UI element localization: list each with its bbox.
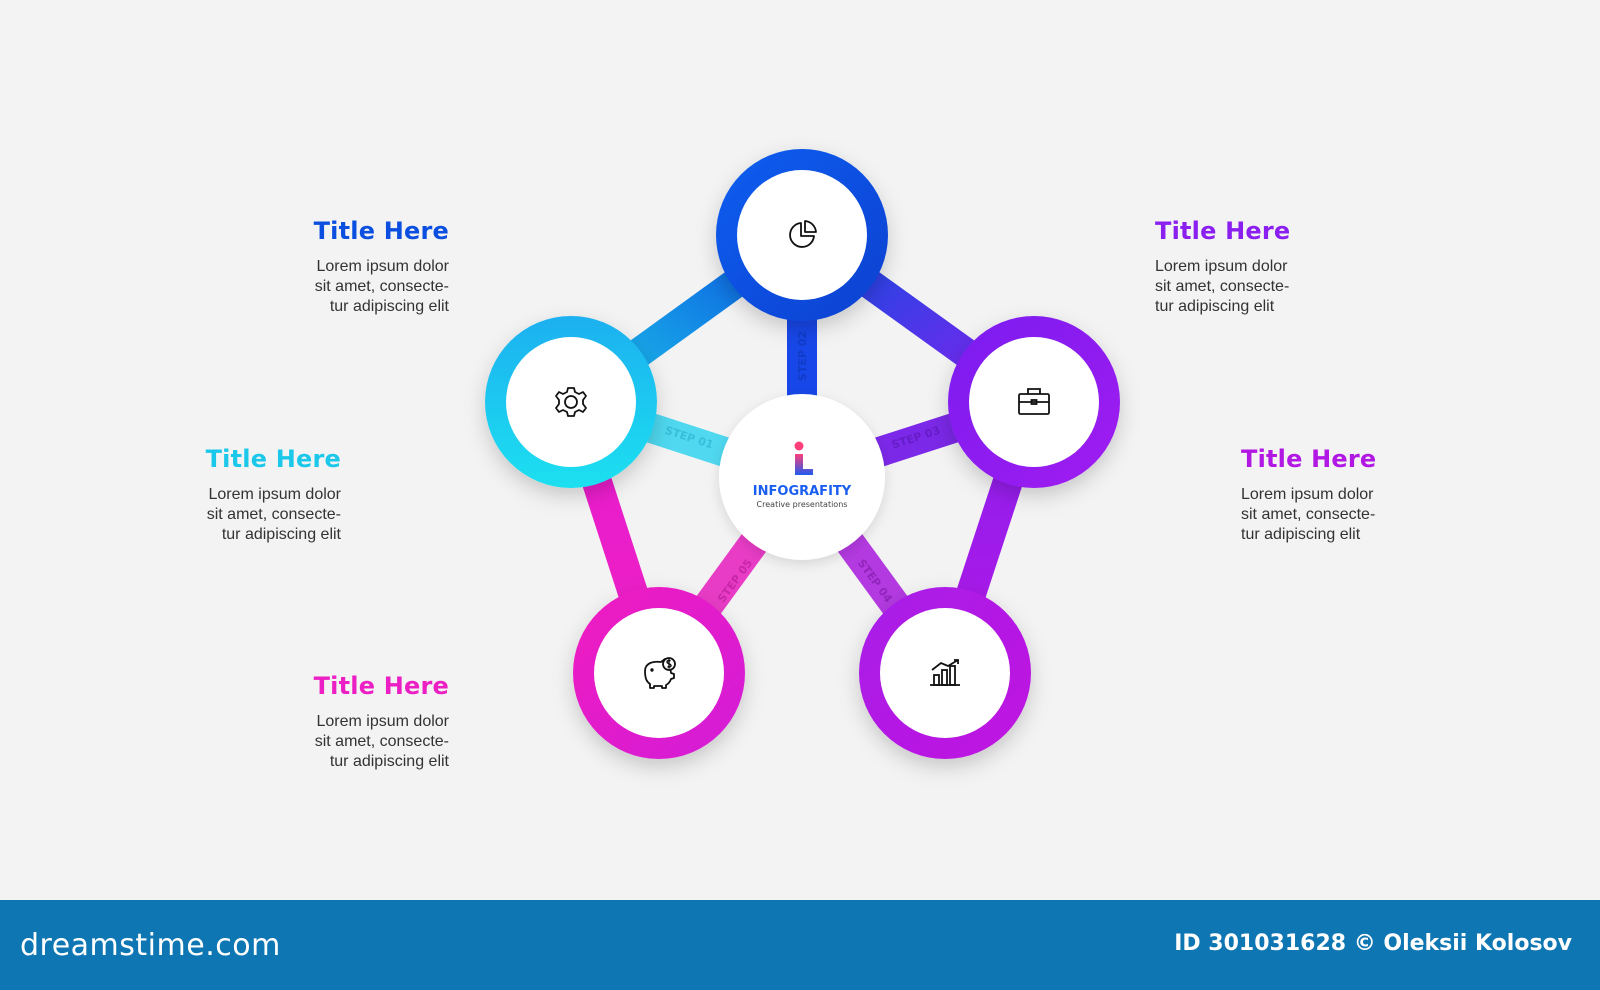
step-3-body-line: Lorem ipsum dolor xyxy=(1155,258,1288,275)
pie-chart-icon xyxy=(789,220,817,248)
center-tagline: Creative presentations xyxy=(757,500,848,509)
step-4-body: Lorem ipsum dolor sit amet, consecte- tu… xyxy=(1241,485,1541,545)
step-5-body-line: tur adipiscing elit xyxy=(329,753,449,770)
step-1-body-line: Lorem ipsum dolor xyxy=(208,486,342,503)
step-node-3[interactable] xyxy=(948,316,1120,488)
piggy-bank-icon xyxy=(644,657,676,689)
step-4-text: Title Here Lorem ipsum dolor sit amet, c… xyxy=(1241,445,1541,545)
step-5-title: Title Here xyxy=(313,672,449,700)
step-5-body-line: sit amet, consecte- xyxy=(314,733,449,750)
center-disc xyxy=(719,394,885,560)
step-2-text: Title Here Lorem ipsum dolor sit amet, c… xyxy=(149,217,449,317)
step-2-body-line: Lorem ipsum dolor xyxy=(316,258,450,275)
step-4-body-line: Lorem ipsum dolor xyxy=(1241,486,1374,503)
pentagon-diagram: STEP 01 STEP 02 STEP 03 STEP 04 STEP 05 xyxy=(485,149,1120,759)
step-disc-4 xyxy=(880,608,1010,738)
step-disc-1 xyxy=(506,337,636,467)
step-3-body-line: sit amet, consecte- xyxy=(1155,278,1290,295)
step-4-title: Title Here xyxy=(1241,445,1377,473)
step-1-title: Title Here xyxy=(205,445,341,473)
step-2-body: Lorem ipsum dolor sit amet, consecte- tu… xyxy=(149,257,449,317)
step-1-body-line: tur adipiscing elit xyxy=(221,526,341,543)
step-1-body-line: sit amet, consecte- xyxy=(206,506,341,523)
step-1-body: Lorem ipsum dolor sit amet, consecte- tu… xyxy=(41,485,341,545)
gear-icon xyxy=(555,387,587,417)
footer-bar: dreamstime.com ID 301031628 © Oleksii Ko… xyxy=(0,900,1600,990)
step-2-body-line: sit amet, consecte- xyxy=(314,278,449,295)
step-node-1[interactable] xyxy=(485,316,657,488)
step-4-body-line: tur adipiscing elit xyxy=(1241,526,1361,543)
step-5-text: Title Here Lorem ipsum dolor sit amet, c… xyxy=(149,672,449,772)
step-node-5[interactable] xyxy=(573,587,745,759)
step-3-body-line: tur adipiscing elit xyxy=(1155,298,1275,315)
briefcase-icon xyxy=(1018,388,1050,415)
step-disc-2 xyxy=(737,170,867,300)
spoke-label-step2: STEP 02 xyxy=(796,331,809,381)
step-5-body-line: Lorem ipsum dolor xyxy=(316,713,450,730)
footer-image-id: ID 301031628 © Oleksii Kolosov xyxy=(1174,931,1572,956)
step-disc-5 xyxy=(594,608,724,738)
step-2-title: Title Here xyxy=(313,217,449,245)
footer-brand[interactable]: dreamstime.com xyxy=(20,928,281,963)
step-node-2[interactable] xyxy=(716,149,888,321)
logo-icon xyxy=(794,441,813,475)
step-5-body: Lorem ipsum dolor sit amet, consecte- tu… xyxy=(149,712,449,772)
step-node-4[interactable] xyxy=(859,587,1031,759)
step-2-body-line: tur adipiscing elit xyxy=(329,298,449,315)
center-hub: INFOGRAFITY Creative presentations xyxy=(719,394,885,560)
step-4-body-line: sit amet, consecte- xyxy=(1241,506,1376,523)
step-1-text: Title Here Lorem ipsum dolor sit amet, c… xyxy=(41,445,341,545)
infographic: STEP 01 STEP 02 STEP 03 STEP 04 STEP 05 xyxy=(41,149,1541,772)
center-brand: INFOGRAFITY xyxy=(753,484,852,499)
step-3-text: Title Here Lorem ipsum dolor sit amet, c… xyxy=(1155,217,1455,317)
bar-chart-icon xyxy=(930,659,960,686)
step-3-body: Lorem ipsum dolor sit amet, consecte- tu… xyxy=(1155,257,1455,317)
step-3-title: Title Here xyxy=(1155,217,1291,245)
